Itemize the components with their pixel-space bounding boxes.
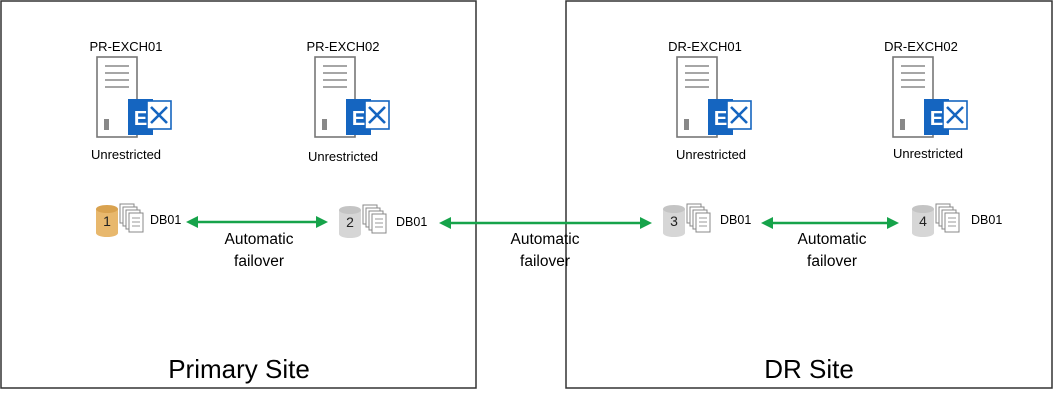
server-role: Unrestricted [676,147,746,162]
failover-arrow-2 [439,217,652,229]
database-cylinder-icon [912,205,934,237]
caption-line1: Automatic [511,231,580,248]
caption-line2: failover [807,253,857,270]
server-name: PR-EXCH01 [90,39,163,54]
primary-site-box [0,0,477,389]
server-role: Unrestricted [91,147,161,162]
caption-line2: failover [234,253,284,270]
server-name: PR-EXCH02 [307,39,380,54]
copy-number: 2 [346,214,354,230]
caption-line1: Automatic [225,231,294,248]
db-label: DB01 [396,215,427,229]
database-copy-4: 4 DB01 [912,203,1002,237]
server-role: Unrestricted [893,146,963,161]
copy-number: 4 [919,213,927,229]
server-icon [891,55,969,139]
database-copy-3: 3 DB01 [663,203,751,237]
log-files-icon [119,203,144,233]
copy-number: 3 [670,213,678,229]
server-pr-exch01: PR-EXCH01 Unrestricted [90,39,173,162]
site-label-dr: DR Site [764,354,854,384]
server-name: DR-EXCH02 [884,39,958,54]
site-label-primary: Primary Site [168,354,310,384]
server-icon [95,55,173,139]
dr-site-box [565,0,1053,389]
caption-line1: Automatic [798,231,867,248]
database-cylinder-icon [339,206,361,238]
database-copy-2: 2 DB01 [339,204,427,238]
failover-label-3: Automatic failover [798,231,867,270]
server-role: Unrestricted [308,149,378,164]
database-cylinder-icon [96,205,118,237]
db-label: DB01 [971,213,1002,227]
db-label: DB01 [150,213,181,227]
failover-arrow-3 [761,217,899,229]
database-cylinder-icon [663,205,685,237]
log-files-icon [935,203,960,233]
failover-label-2: Automatic failover [511,231,580,270]
server-dr-exch01: DR-EXCH01 Unrestricted [668,39,753,162]
log-files-icon [362,204,387,234]
server-name: DR-EXCH01 [668,39,742,54]
server-pr-exch02: PR-EXCH02 Unrestricted [307,39,391,164]
log-files-icon [686,203,711,233]
copy-number: 1 [103,213,111,229]
failover-label-1: Automatic failover [225,231,294,270]
failover-arrow-1 [186,216,328,228]
server-icon [675,55,753,139]
db-label: DB01 [720,213,751,227]
server-icon [313,55,391,139]
database-copy-1: 1 DB01 [96,203,181,237]
server-dr-exch02: DR-EXCH02 Unrestricted [884,39,969,161]
caption-line2: failover [520,253,570,270]
